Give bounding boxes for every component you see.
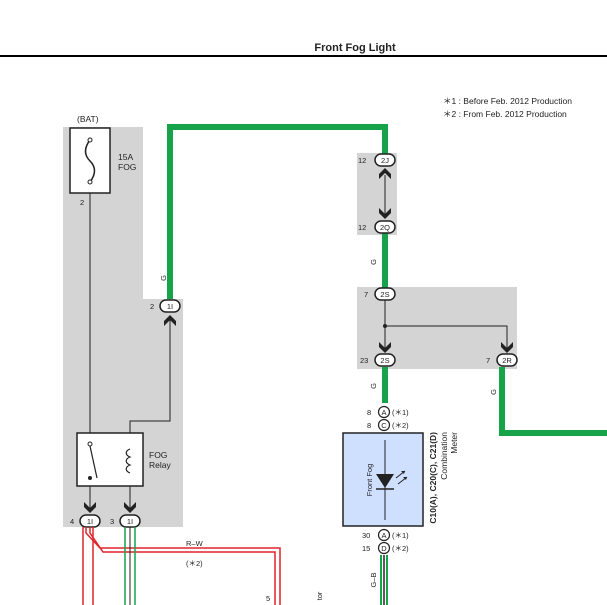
wire-g-2r bbox=[499, 367, 607, 436]
svg-text:1I: 1I bbox=[87, 517, 93, 526]
meter-connector-codes: C10(A), C20(C), C21(D) bbox=[428, 432, 438, 524]
svg-text:A: A bbox=[381, 531, 386, 540]
fuse-name: FOG bbox=[118, 162, 136, 172]
connector-2s-bottom: 23 2S bbox=[360, 342, 396, 367]
svg-text:2J: 2J bbox=[381, 156, 389, 165]
wire-color-gb: G–B bbox=[369, 572, 378, 587]
bat-label: (BAT) bbox=[77, 114, 99, 124]
svg-text:(＊1): (＊1) bbox=[392, 408, 409, 417]
splice-point bbox=[383, 324, 387, 328]
svg-text:A: A bbox=[381, 408, 386, 417]
relay-coil-icon bbox=[125, 448, 132, 474]
connector-meter-out-d: 15 D (＊2) bbox=[362, 541, 409, 555]
relay-switch-icon bbox=[89, 445, 98, 479]
svg-text:2: 2 bbox=[150, 302, 154, 311]
fuse-icon bbox=[84, 139, 96, 183]
connector-1i-bottom-4: 4 1I bbox=[70, 502, 101, 528]
svg-text:1I: 1I bbox=[167, 302, 173, 311]
fuse-rating: 15A bbox=[118, 152, 133, 162]
fuse-pin: 2 bbox=[80, 198, 84, 207]
svg-text:7: 7 bbox=[486, 356, 490, 365]
junction-block-panel-lower bbox=[63, 299, 183, 527]
svg-text:30: 30 bbox=[362, 531, 370, 540]
connector-1i-top: 2 1I bbox=[150, 299, 181, 326]
relay-label-line1: FOG bbox=[149, 450, 167, 460]
connector-meter-in-a: 8 A (＊1) bbox=[367, 405, 409, 419]
wire-color-g4: G bbox=[489, 389, 498, 395]
wire-gb bbox=[380, 555, 388, 605]
svg-text:(＊1): (＊1) bbox=[392, 531, 409, 540]
svg-text:(＊2): (＊2) bbox=[392, 421, 409, 430]
svg-text:23: 23 bbox=[360, 356, 368, 365]
svg-text:2Q: 2Q bbox=[380, 223, 390, 232]
note-1: ＊1 : Before Feb. 2012 Production bbox=[443, 96, 572, 106]
svg-text:2S: 2S bbox=[380, 356, 389, 365]
front-fog-indicator-label: Front Fog bbox=[365, 464, 374, 497]
wire-rw bbox=[82, 527, 281, 605]
connector-2s-top: 7 2S bbox=[364, 287, 396, 301]
pin-5-label: 5 bbox=[266, 594, 270, 603]
wire-color-g3: G bbox=[369, 383, 378, 389]
connector-meter-out-a: 30 A (＊1) bbox=[362, 528, 409, 542]
svg-text:12: 12 bbox=[358, 223, 366, 232]
svg-text:2R: 2R bbox=[502, 356, 512, 365]
led-icon bbox=[376, 440, 408, 520]
wire-g-bottom bbox=[124, 527, 136, 605]
fog-relay-box bbox=[76, 432, 144, 487]
wire-color-g1: G bbox=[159, 275, 168, 281]
svg-text:8: 8 bbox=[367, 421, 371, 430]
connector-2q: 12 2Q bbox=[358, 208, 396, 234]
note-2: ＊2 : From Feb. 2012 Production bbox=[443, 109, 567, 119]
svg-text:12: 12 bbox=[358, 156, 366, 165]
meter-label-line1: Combination bbox=[439, 432, 449, 480]
wire-2s-2r bbox=[385, 325, 508, 351]
partial-label: tor bbox=[315, 591, 324, 600]
relay-label-line2: Relay bbox=[149, 460, 171, 470]
svg-text:2S: 2S bbox=[380, 290, 389, 299]
svg-text:(＊2): (＊2) bbox=[392, 544, 409, 553]
svg-text:D: D bbox=[381, 544, 387, 553]
wire-color-rw: R–W bbox=[186, 539, 204, 548]
connector-1i-bottom-3: 3 1I bbox=[110, 502, 141, 528]
wire-g-main bbox=[167, 124, 388, 299]
connector-2r: 7 2R bbox=[486, 342, 518, 367]
connector-meter-in-c: 8 C (＊2) bbox=[367, 418, 409, 432]
svg-text:4: 4 bbox=[70, 517, 74, 526]
rw-note: (＊2) bbox=[186, 559, 203, 568]
connector-2j: 12 2J bbox=[358, 153, 396, 179]
svg-text:3: 3 bbox=[110, 517, 114, 526]
svg-text:8: 8 bbox=[367, 408, 371, 417]
svg-text:C: C bbox=[381, 421, 387, 430]
svg-text:7: 7 bbox=[364, 290, 368, 299]
wire-color-g2: G bbox=[369, 259, 378, 265]
meter-label-line2: Meter bbox=[449, 432, 459, 454]
svg-text:1I: 1I bbox=[127, 517, 133, 526]
page-title: Front Fog Light bbox=[314, 42, 396, 54]
svg-text:15: 15 bbox=[362, 544, 370, 553]
